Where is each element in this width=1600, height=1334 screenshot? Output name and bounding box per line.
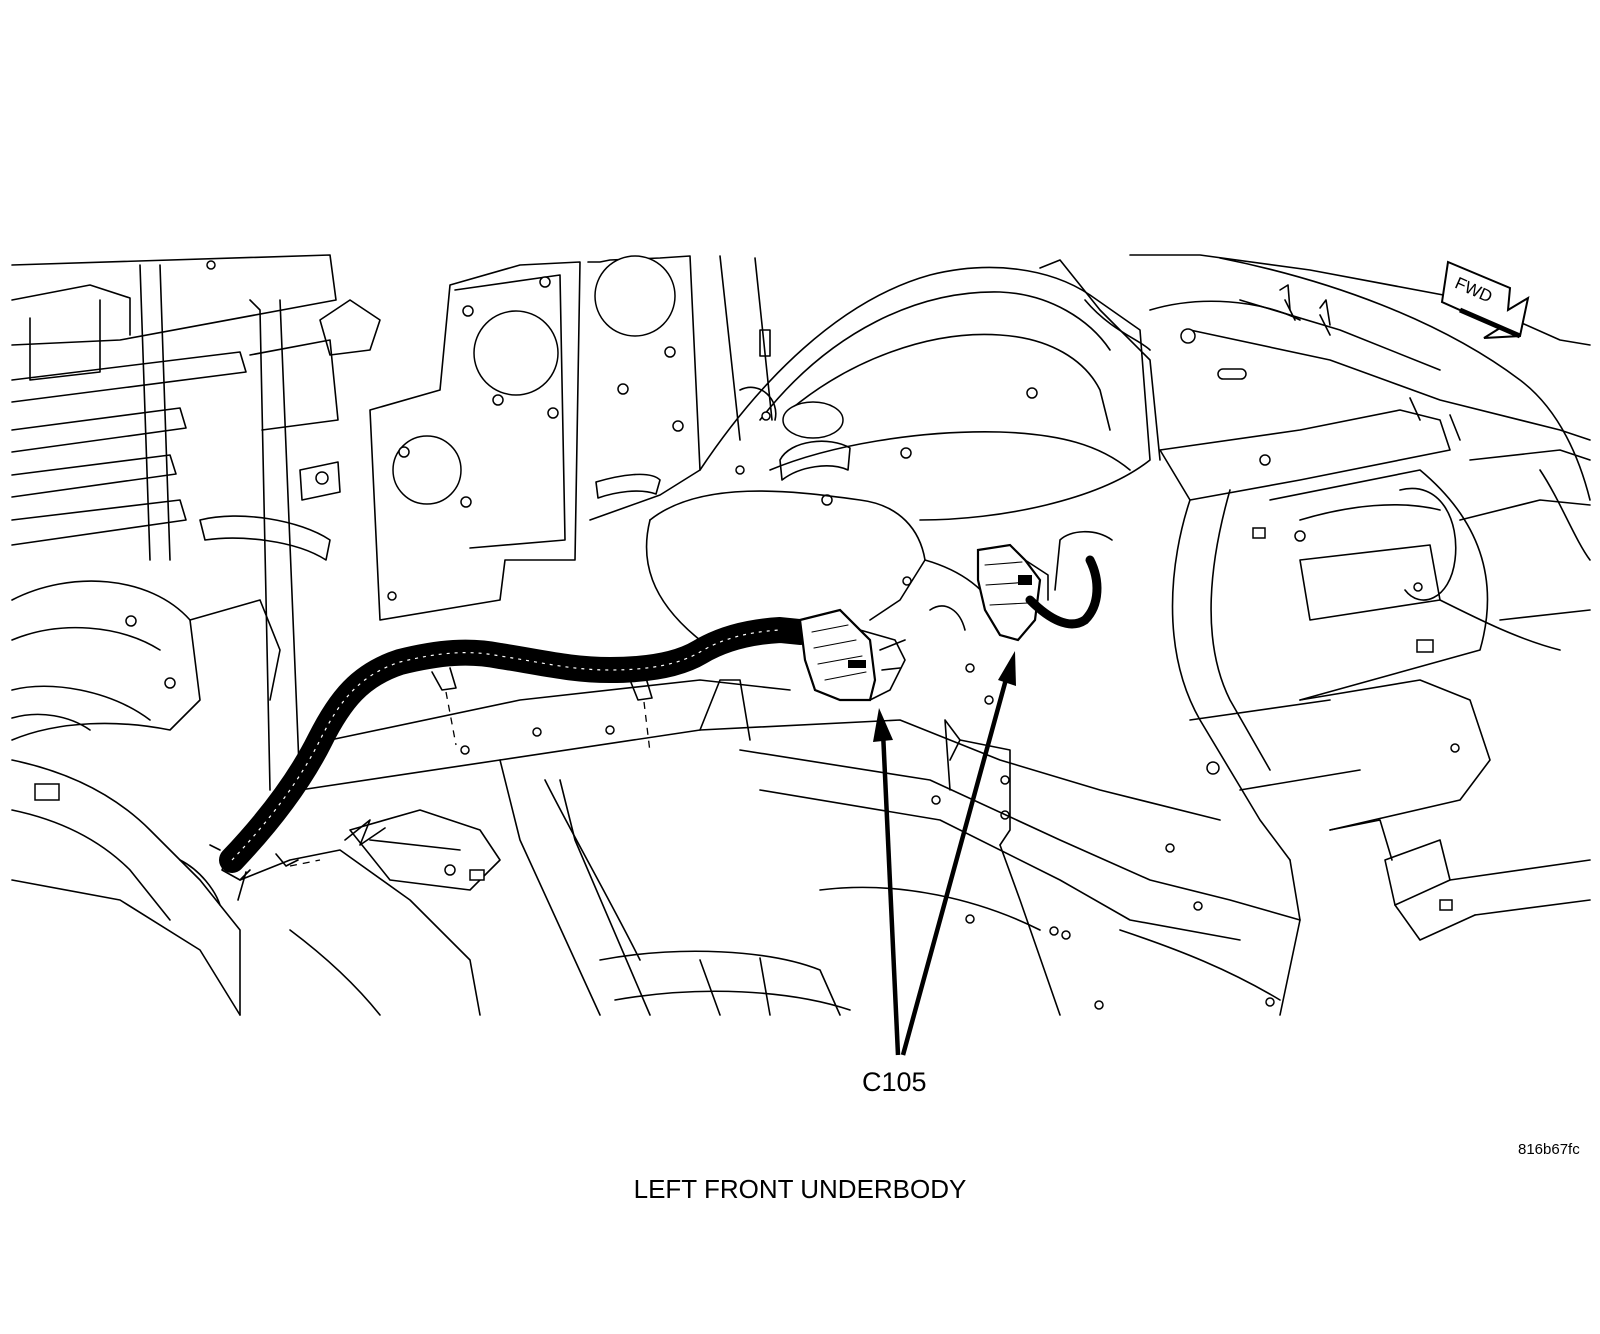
body-structure: [11, 254, 1591, 1016]
figure-id: 816b67fc: [1518, 1141, 1580, 1158]
connector-callout-label: C105: [862, 1067, 927, 1097]
connector-c105-right-half: [976, 530, 1113, 642]
figure-caption: LEFT FRONT UNDERBODY: [633, 1174, 967, 1204]
wiring-harness: [209, 617, 813, 901]
connector-c105-left-half: [798, 608, 906, 702]
callout-arrows: [873, 651, 1016, 1056]
fwd-direction-arrow: FWD: [1440, 260, 1530, 339]
